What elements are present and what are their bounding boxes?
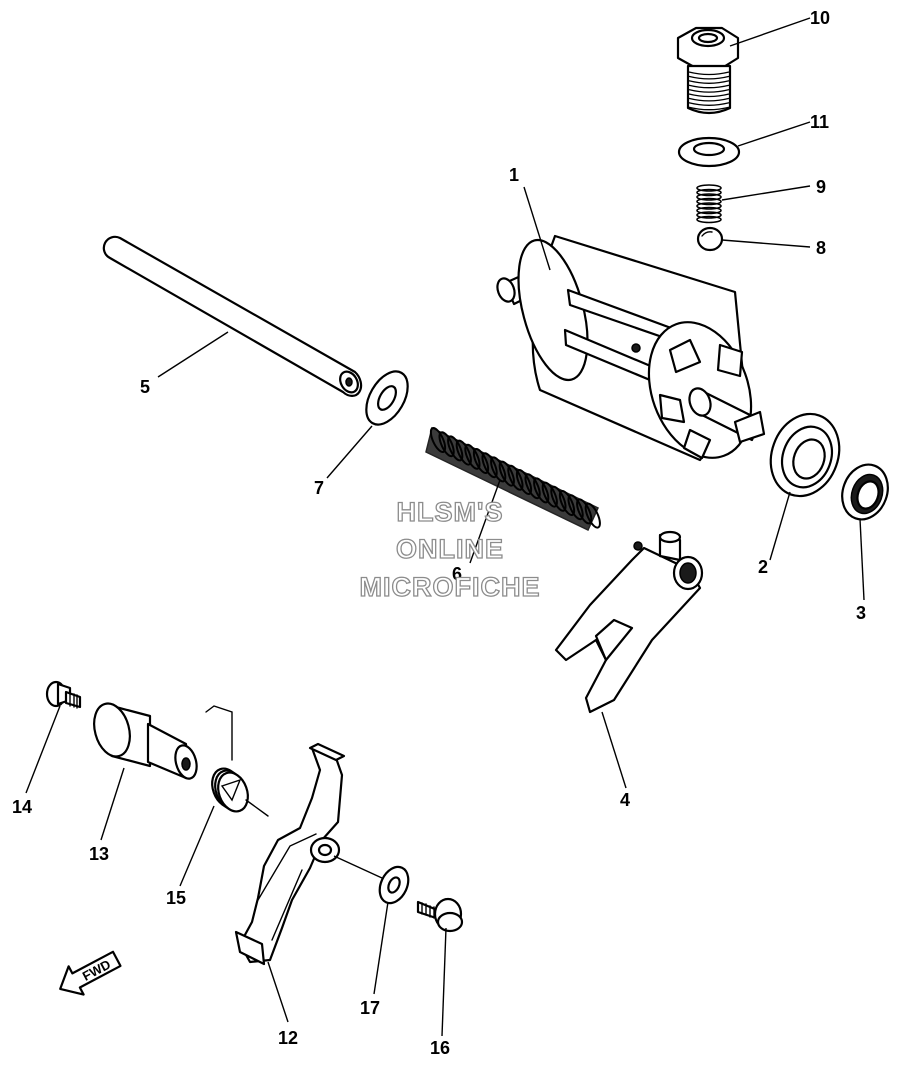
watermark-line-1: HLSM'S <box>397 497 504 527</box>
callout-4: 4 <box>620 790 630 810</box>
screw-part-14 <box>45 680 82 709</box>
callout-17: 17 <box>360 998 380 1018</box>
ball-part-8 <box>696 226 724 252</box>
bolt-part-16 <box>416 897 464 933</box>
callout-15: 15 <box>166 888 186 908</box>
callout-numbers: 1 2 3 4 5 6 7 8 9 10 11 12 13 14 15 16 1… <box>12 8 866 1058</box>
callout-10: 10 <box>810 8 830 28</box>
callout-16: 16 <box>430 1038 450 1058</box>
callout-8: 8 <box>816 238 826 258</box>
callout-12: 12 <box>278 1028 298 1048</box>
watermark: HLSM'S ONLINE MICROFICHE <box>359 496 541 602</box>
callout-5: 5 <box>140 377 150 397</box>
shift-lever-part-12 <box>234 742 346 966</box>
callout-6: 6 <box>452 564 462 584</box>
collar-part-13 <box>93 702 198 780</box>
callout-14: 14 <box>12 797 32 817</box>
callout-7: 7 <box>314 478 324 498</box>
shift-drum-part-1 <box>496 234 766 462</box>
leader-lines <box>25 17 865 1037</box>
seal-part-3 <box>841 463 889 521</box>
callout-3: 3 <box>856 603 866 623</box>
washer-part-11 <box>677 136 741 168</box>
shaft-part-5 <box>102 235 363 397</box>
callout-1: 1 <box>509 165 519 185</box>
shift-fork-part-4 <box>554 530 704 714</box>
forward-direction-arrow: FWD <box>59 950 122 996</box>
washer-part-17 <box>378 865 410 905</box>
spring-part-6 <box>425 426 601 532</box>
bearing-part-2 <box>769 412 841 498</box>
spring-part-9 <box>696 184 722 224</box>
watermark-line-3: MICROFICHE <box>360 572 541 602</box>
callout-2: 2 <box>758 557 768 577</box>
callout-13: 13 <box>89 844 109 864</box>
watermark-line-2: ONLINE <box>396 534 504 564</box>
washer-part-7 <box>365 370 409 426</box>
callout-9: 9 <box>816 177 826 197</box>
callout-11: 11 <box>810 112 829 132</box>
torsion-spring-part-15 <box>205 705 269 817</box>
bolt-part-10 <box>676 26 740 115</box>
